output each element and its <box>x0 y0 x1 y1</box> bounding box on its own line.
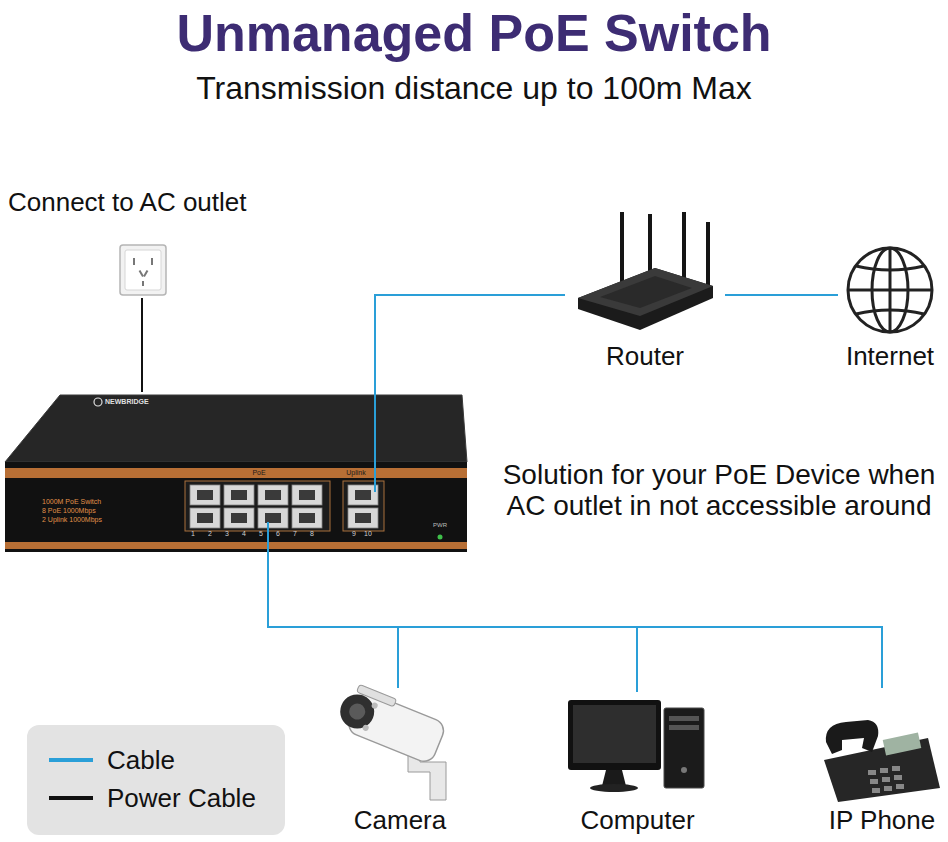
port-number: 9 <box>352 530 360 538</box>
network-cable <box>268 552 398 688</box>
node-label: IP Phone <box>820 806 944 836</box>
switch-body <box>5 392 467 552</box>
network-cable <box>268 552 637 692</box>
computer: Computer <box>565 692 710 838</box>
legend: CablePower Cable <box>27 725 285 835</box>
legend-label: Power Cable <box>107 783 256 814</box>
camera-icon <box>333 681 448 800</box>
power-cable <box>141 298 143 392</box>
legend-swatch <box>49 791 93 805</box>
node-label: Internet <box>838 342 942 372</box>
router-icon <box>578 212 713 330</box>
port-number: 7 <box>293 530 301 538</box>
ac-outlet: Connect to AC outlet <box>5 188 290 298</box>
router: Router <box>565 205 725 375</box>
port-number: 8 <box>310 530 318 538</box>
camera: Camera <box>340 688 460 838</box>
port-number: 5 <box>259 530 267 538</box>
port-group-label: Uplink <box>343 469 369 477</box>
ip-phone: IP Phone <box>820 688 944 838</box>
port-number: 3 <box>225 530 233 538</box>
internet: Internet <box>838 240 942 375</box>
node-label: NEWBRIDGE <box>105 398 165 406</box>
port-number: 1 <box>191 530 199 538</box>
node-text: 1000M PoE Switch <box>42 498 122 506</box>
node-text: 8 PoE 1000Mbps <box>42 507 122 515</box>
port-number: 2 <box>208 530 216 538</box>
node-label: Camera <box>340 806 460 836</box>
title: Unmanaged PoE Switch <box>0 4 948 64</box>
node-text: 2 Uplink 1000Mbps <box>42 516 122 524</box>
legend-item: Cable <box>49 741 285 779</box>
node-label: Connect to AC outlet <box>8 188 286 218</box>
node-label: Router <box>565 342 725 372</box>
network-cable <box>725 294 838 296</box>
poe-switch: NEWBRIDGE1000M PoE Switch8 PoE 1000Mbps2… <box>5 392 467 552</box>
network-cable <box>268 552 882 688</box>
computer-icon <box>568 700 704 792</box>
globe-icon <box>848 248 932 332</box>
subtitle: Transmission distance up to 100m Max <box>0 70 948 107</box>
network-cable <box>375 295 565 392</box>
legend-swatch <box>49 753 93 767</box>
node-label: Computer <box>565 806 710 836</box>
ac-outlet-icon <box>120 245 166 295</box>
legend-item: Power Cable <box>49 779 285 817</box>
port-group-label: PoE <box>248 469 270 477</box>
ip-phone-icon <box>824 720 940 802</box>
legend-label: Cable <box>107 745 175 776</box>
note: Solution for your PoE Device when AC out… <box>498 460 940 522</box>
port-number: 4 <box>242 530 250 538</box>
port-number: 6 <box>276 530 284 538</box>
port-number: 10 <box>364 530 374 538</box>
led-label: PWR <box>428 522 452 529</box>
